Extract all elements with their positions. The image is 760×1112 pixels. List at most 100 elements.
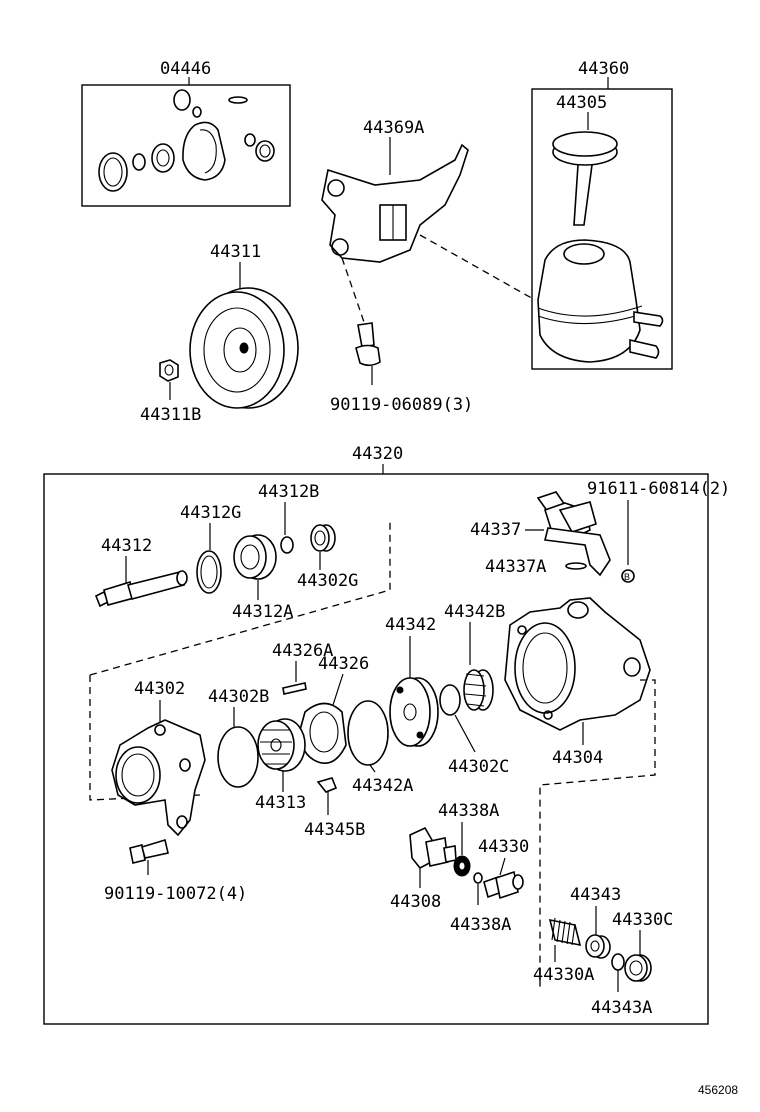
o-ring-44302B-group: 44302B	[208, 687, 269, 788]
label-44326: 44326	[318, 654, 369, 674]
plug-44308	[409, 826, 457, 870]
reservoir-cap-44305	[552, 131, 618, 226]
label-44330A: 44330A	[533, 965, 594, 985]
o-ring-44343A-group: 44343A	[591, 953, 652, 1018]
leader-44342A	[369, 764, 376, 773]
kit-bearing	[151, 143, 175, 173]
label-44342B: 44342B	[444, 602, 505, 622]
pulley-44311	[189, 287, 299, 409]
kit-seal-ring	[255, 140, 275, 162]
o-ring-44342A-group: 44342A	[347, 700, 413, 796]
label-44302C: 44302C	[448, 757, 509, 777]
label-44330: 44330	[478, 837, 529, 857]
o-ring-44302B	[217, 726, 259, 788]
kit-o-ring-1	[173, 89, 191, 111]
nut-44311B	[159, 359, 179, 382]
label-44343A: 44343A	[591, 998, 652, 1018]
union-bolt-91611-group: 91611-60814(2) B	[587, 479, 730, 583]
pin-44326A-group: 44326A	[272, 641, 333, 695]
kit-snap-ring	[98, 152, 128, 192]
bracket-44369A-group: 44369A	[321, 118, 536, 326]
valve-dashed-guide	[539, 679, 656, 990]
union-44337	[536, 491, 611, 577]
label-44343: 44343	[570, 885, 621, 905]
reservoir-44360-group: 44360 44305	[531, 59, 673, 370]
cam-ring-44326	[299, 702, 347, 764]
bracket-hole-1	[327, 179, 345, 197]
bolt2-head	[129, 844, 146, 864]
bracket-dashed-guide	[419, 234, 536, 301]
housing-44302-group: 44302	[111, 679, 206, 837]
reservoir-tank	[537, 239, 664, 363]
shaft-44312	[94, 570, 188, 608]
bearing-44312A-group: 44312A	[232, 534, 293, 622]
label-44345B: 44345B	[304, 820, 365, 840]
leader-44330	[499, 857, 506, 876]
kit-o-ring-3	[228, 96, 248, 104]
seal-44330C	[624, 954, 652, 982]
seal-44302G-group: 44302G	[297, 524, 358, 591]
label-44330C: 44330C	[612, 910, 673, 930]
snap-ring-44312G	[196, 550, 222, 594]
kit-04446-box	[81, 84, 291, 207]
ring-44312B	[280, 536, 294, 554]
label-44312A: 44312A	[232, 602, 293, 622]
label-44369A: 44369A	[363, 118, 424, 138]
label-44304: 44304	[552, 748, 603, 768]
pump-44320-group: 44320	[43, 444, 709, 1025]
rotor-44313	[257, 718, 306, 772]
o-ring-44342A	[347, 700, 389, 766]
bolt-shank	[357, 322, 375, 348]
o-ring-44338A-bot-group: 44338A	[450, 872, 511, 935]
seal-44330C-group: 44330C	[612, 910, 673, 982]
label-44342: 44342	[385, 615, 436, 635]
label-44312G: 44312G	[180, 503, 241, 523]
pump-44320-box	[43, 473, 709, 1025]
union-44337-group: 44337 44337A	[470, 491, 611, 577]
reservoir-44360-box	[531, 88, 673, 370]
bolt-dashed-guide	[341, 257, 366, 326]
label-90119-10072: 90119-10072(4)	[104, 884, 247, 904]
label-04446: 04446	[160, 59, 211, 79]
kit-oil-seal	[182, 121, 226, 181]
housing-44302	[111, 719, 206, 837]
o-ring-44343A	[611, 953, 625, 971]
leader-44302C	[454, 714, 476, 753]
pulley-44311-group: 44311 44311B	[140, 242, 299, 425]
spring-44330A	[548, 917, 582, 947]
o-ring-44338A-top-group: 44338A	[438, 801, 499, 877]
plate-44345B-group: 44345B	[304, 777, 365, 840]
label-44302G: 44302G	[297, 571, 358, 591]
label-44337A: 44337A	[485, 557, 546, 577]
bolt-90119-10072-group: 90119-10072(4)	[104, 838, 247, 904]
label-44302B: 44302B	[208, 687, 269, 707]
bracket-hole-2	[331, 238, 349, 256]
label-44342A: 44342A	[352, 776, 413, 796]
label-44360: 44360	[578, 59, 629, 79]
bolt-90119-06089-group: 90119-06089(3)	[330, 322, 473, 415]
label-44337: 44337	[470, 520, 521, 540]
kit-small-seal	[244, 133, 256, 147]
leader-44326	[332, 673, 344, 706]
spring-44342B-group: 44342B	[444, 602, 505, 711]
label-44313: 44313	[255, 793, 306, 813]
valve-44330-group: 44330	[478, 837, 529, 900]
label-44308: 44308	[390, 892, 441, 912]
ring-44312B-group: 44312B	[258, 482, 319, 554]
kit-small-ring	[132, 153, 146, 171]
valve-44330	[483, 870, 524, 900]
label-44312B: 44312B	[258, 482, 319, 502]
bolt-head	[355, 344, 381, 367]
label-44320: 44320	[352, 444, 403, 464]
figure-id: 456208	[698, 1083, 738, 1097]
bracket-44369A	[321, 143, 469, 263]
shaft-44312-group: 44312	[94, 536, 188, 608]
label-44311: 44311	[210, 242, 261, 262]
plate-44345B	[316, 777, 338, 793]
plate-44342	[389, 677, 439, 747]
o-ring-44338A-bot	[473, 872, 483, 884]
plug-44308-group: 44308	[390, 826, 457, 912]
housing-44304-group: 44304	[504, 597, 651, 768]
label-44338A-bot: 44338A	[450, 915, 511, 935]
